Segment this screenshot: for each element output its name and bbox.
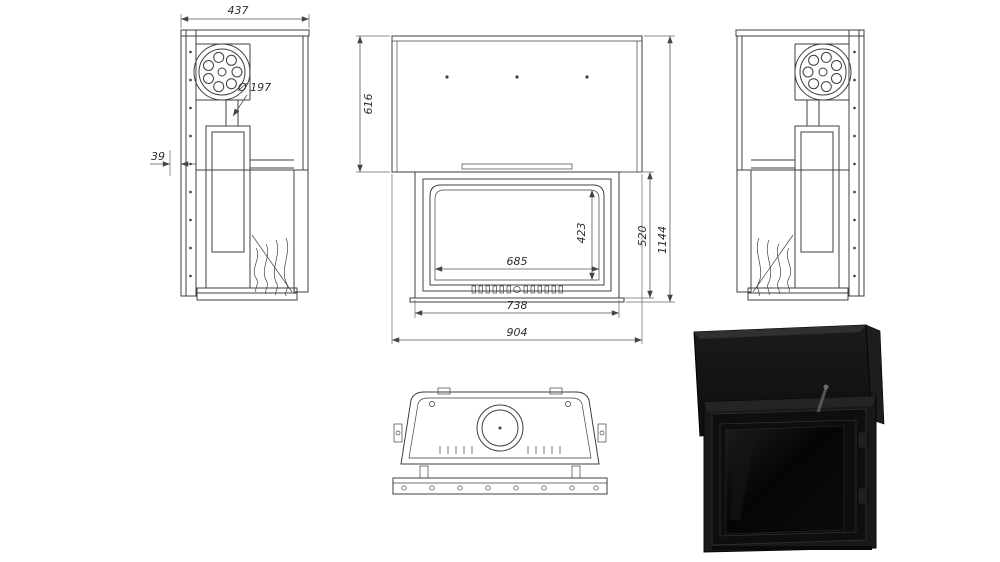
flue-opening — [476, 404, 524, 452]
dim-total-height: 1144 — [656, 226, 669, 254]
product-photo — [693, 324, 885, 553]
firebox-frame — [414, 171, 620, 299]
product-hood-side — [865, 324, 885, 425]
front-view: 616 423 520 1144 685 738 904 — [356, 35, 675, 344]
product-body-top — [704, 396, 876, 412]
product-door-inner-frame — [719, 419, 857, 537]
damper-slot — [461, 163, 573, 170]
latch-knob — [513, 285, 521, 294]
rib-row — [439, 446, 561, 454]
front-flange — [392, 477, 608, 495]
product-glass-reflection — [730, 428, 756, 520]
dim-hood-height: 616 — [362, 94, 375, 115]
dim-total-width: 904 — [507, 326, 528, 339]
product-hinge-top — [857, 431, 869, 449]
door-frame — [422, 178, 612, 292]
hood-outline — [391, 35, 643, 173]
dim-door-width: 738 — [507, 299, 528, 312]
product-base-strip — [712, 546, 872, 550]
air-grill — [471, 285, 563, 294]
dim-flue-diameter: Ø 197 — [237, 81, 271, 94]
top-body-outline — [400, 391, 600, 465]
side-view-right — [735, 29, 865, 301]
dim-glass-width: 685 — [507, 255, 528, 268]
hood-rivets — [445, 75, 589, 79]
glass-opening — [429, 184, 605, 286]
product-handle-lever — [816, 387, 828, 413]
side-view-left: 437 Ø 197 39 — [150, 4, 310, 301]
product-glass — [725, 425, 845, 535]
top-view — [392, 387, 608, 495]
dim-firebox-height: 520 — [636, 226, 649, 247]
product-hood-top — [694, 325, 866, 339]
dim-rear-offset: 39 — [151, 150, 165, 163]
dim-glass-height: 423 — [575, 223, 588, 244]
product-handle-knob — [823, 384, 829, 390]
flange-bolt-holes — [401, 485, 599, 491]
product-hinge-bottom — [857, 487, 869, 505]
dim-depth-total: 437 — [228, 4, 249, 17]
